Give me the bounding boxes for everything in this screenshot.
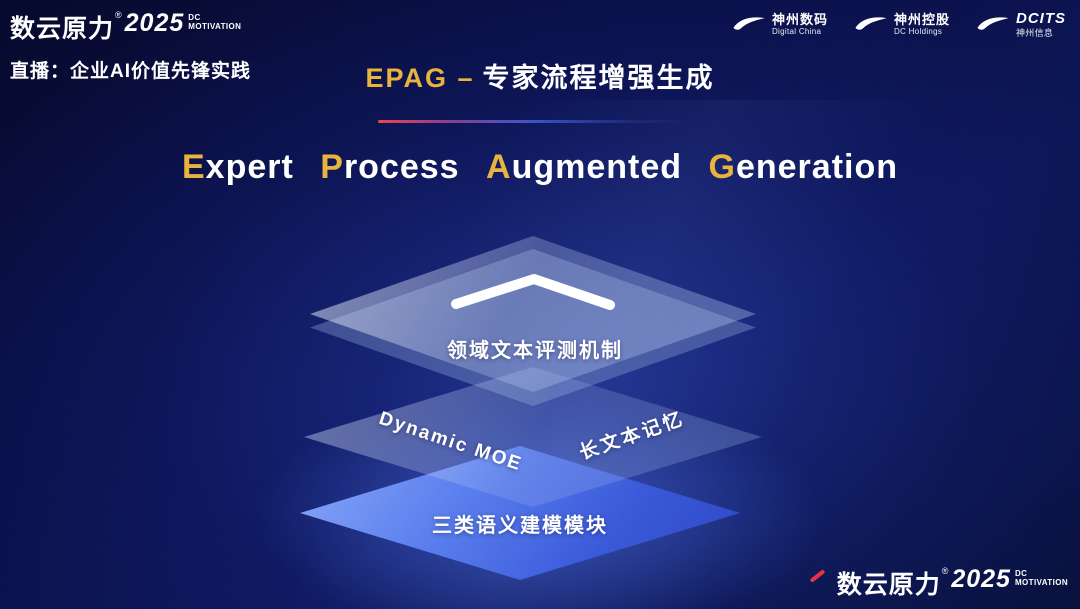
word-initial: E <box>181 148 206 186</box>
english-title-word-process: Process <box>320 148 459 186</box>
english-title-word-augmented: Augmented <box>486 148 682 186</box>
brand-logo-bottom-right: 数云原力 ® 2025 DC MOTIVATION <box>809 565 1068 601</box>
english-title-word-generation: Generation <box>709 148 899 186</box>
registered-mark: ® <box>115 10 122 20</box>
word-rest: xpert <box>205 148 294 186</box>
partner-logos: 神州数码 Digital China 神州控股 DC Holdings DCIT… <box>732 10 1066 39</box>
english-title-word-expert: Expert <box>182 148 294 186</box>
partner-name: 神州数码 <box>771 11 828 27</box>
swoosh-icon <box>977 17 1009 31</box>
word-rest: rocess <box>343 148 460 186</box>
partner-digital-china: 神州数码 Digital China <box>732 12 828 37</box>
brand-motivation: MOTIVATION <box>188 22 242 32</box>
brand-motivation: MOTIVATION <box>1014 578 1068 588</box>
brand-name: 数云原力 <box>10 15 115 43</box>
swoosh-icon <box>855 17 887 31</box>
brand-dc-motivation: DC MOTIVATION <box>1015 569 1068 587</box>
partner-dcits: DCITS 神州信息 <box>976 10 1066 39</box>
partner-subtitle: DC Holdings <box>893 27 943 37</box>
swoosh-icon <box>733 17 765 31</box>
word-initial: G <box>708 148 736 186</box>
brand-dc-motivation: DC MOTIVATION <box>188 13 241 31</box>
brand-name: 数云原力 <box>836 571 941 599</box>
brand-logo-top-left: 数云原力 ® 2025 DC MOTIVATION <box>10 9 241 45</box>
page-title-rest: 专家流程增强生成 <box>482 63 715 93</box>
live-stream-label: 直播：企业AI价值先锋实践 <box>10 61 252 82</box>
partner-name: 神州控股 <box>893 11 950 27</box>
brand-year: 2025 <box>124 9 185 37</box>
brand-dc: DC <box>188 13 201 22</box>
partner-text: 神州控股 DC Holdings <box>894 12 950 37</box>
word-rest: eneration <box>735 148 899 186</box>
brand-year: 2025 <box>951 565 1011 593</box>
word-initial: A <box>486 148 512 186</box>
chevron-up-icon <box>451 274 615 310</box>
brand-dc: DC <box>1014 569 1028 578</box>
registered-mark: ® <box>941 566 949 576</box>
layer-evaluation <box>310 236 756 392</box>
word-initial: P <box>320 148 344 186</box>
partner-subtitle: 神州信息 <box>1016 28 1054 38</box>
layer-label-semantic-modeling: 三类语义建模模块 <box>432 515 608 537</box>
word-rest: ugmented <box>511 148 683 186</box>
title-underline <box>378 120 690 123</box>
partner-subtitle: Digital China <box>771 27 822 37</box>
layer-label-evaluation: 领域文本评测机制 <box>447 340 623 362</box>
english-title: Expert Process Augmented Generation <box>0 148 1080 187</box>
partner-text: DCITS 神州信息 <box>1016 10 1066 39</box>
page-title-highlight: EPAG – <box>365 63 475 93</box>
partner-text: 神州数码 Digital China <box>772 12 828 37</box>
partner-dc-holdings: 神州控股 DC Holdings <box>854 12 950 37</box>
partner-name: DCITS <box>1016 10 1066 27</box>
page-title: EPAG –专家流程增强生成 <box>0 56 1080 95</box>
